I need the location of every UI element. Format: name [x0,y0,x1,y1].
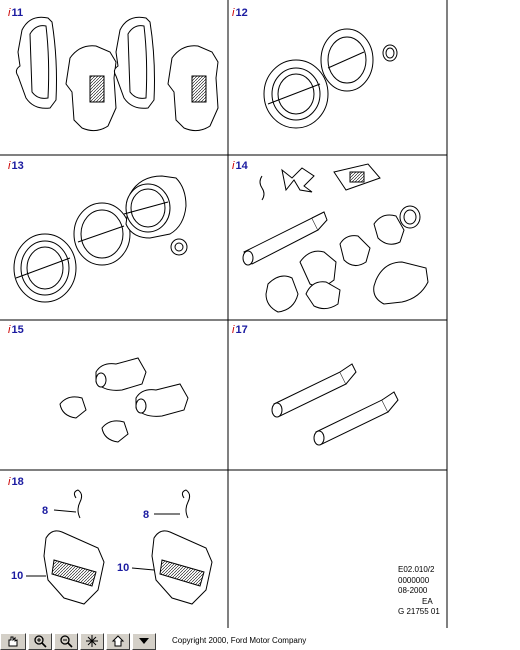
cell-number: 13 [11,160,24,172]
menu-arrow-icon [139,638,149,644]
viewer-toolbar [0,632,158,650]
cell-label-12: i12 [232,7,248,19]
cell-label-15: i15 [8,324,24,336]
index-mark: i [232,160,235,172]
fit-icon [86,635,98,647]
index-mark: i [8,324,11,336]
guide-pins-illustration [271,363,399,446]
copyright-text: Copyright 2000, Ford Motor Company [172,636,307,645]
seal-kit-illustration [263,28,398,129]
index-mark: i [8,7,11,19]
guide-pin-kit-illustration [242,163,429,313]
pan-button[interactable] [0,632,26,650]
cell-number: 11 [11,7,24,19]
index-mark: i [8,476,11,488]
cell-number: 15 [11,324,24,336]
bushing-kit-illustration [59,357,189,443]
clip-bracket-illustration [26,489,213,605]
brake-pads-illustration [15,16,219,132]
pan-icon [8,636,18,647]
grid-lines [0,0,448,628]
zoom-out-icon [60,635,73,648]
cell-number: 14 [235,160,248,172]
cell-label-17: i17 [232,324,248,336]
index-mark: i [8,160,11,172]
cell-label-11: i11 [8,7,23,19]
cell-number: 17 [235,324,248,336]
piston-kit-illustration [13,175,188,303]
cell-label-13: i13 [8,160,24,172]
zoom-in-button[interactable] [28,632,52,650]
fit-button[interactable] [80,632,104,650]
zoom-in-icon [34,635,47,648]
cell-number: 12 [235,7,248,19]
callout-clip-left[interactable]: 8 [42,505,49,517]
reference-line: EA [422,596,433,606]
index-mark: i [232,7,235,19]
reference-line: 08-2000 [398,586,428,595]
callout-bracket-right[interactable]: 10 [117,562,130,574]
cell-number: 18 [11,476,24,488]
home-icon [111,635,125,647]
cell-label-14: i14 [232,160,248,172]
callout-clip-right[interactable]: 8 [143,509,150,521]
cell-label-18: i18 [8,476,24,488]
diagram-reference-block: E02.010/2 0000000 08-2000 EA G 21755 01 [398,565,440,618]
menu-arrow-button[interactable] [132,632,156,650]
index-mark: i [232,324,235,336]
reference-line: E02.010/2 [398,565,435,574]
zoom-out-button[interactable] [54,632,78,650]
home-button[interactable] [106,632,130,650]
callout-bracket-left[interactable]: 10 [11,570,24,582]
reference-line: 0000000 [398,575,430,585]
reference-line: G 21755 01 [398,607,440,616]
